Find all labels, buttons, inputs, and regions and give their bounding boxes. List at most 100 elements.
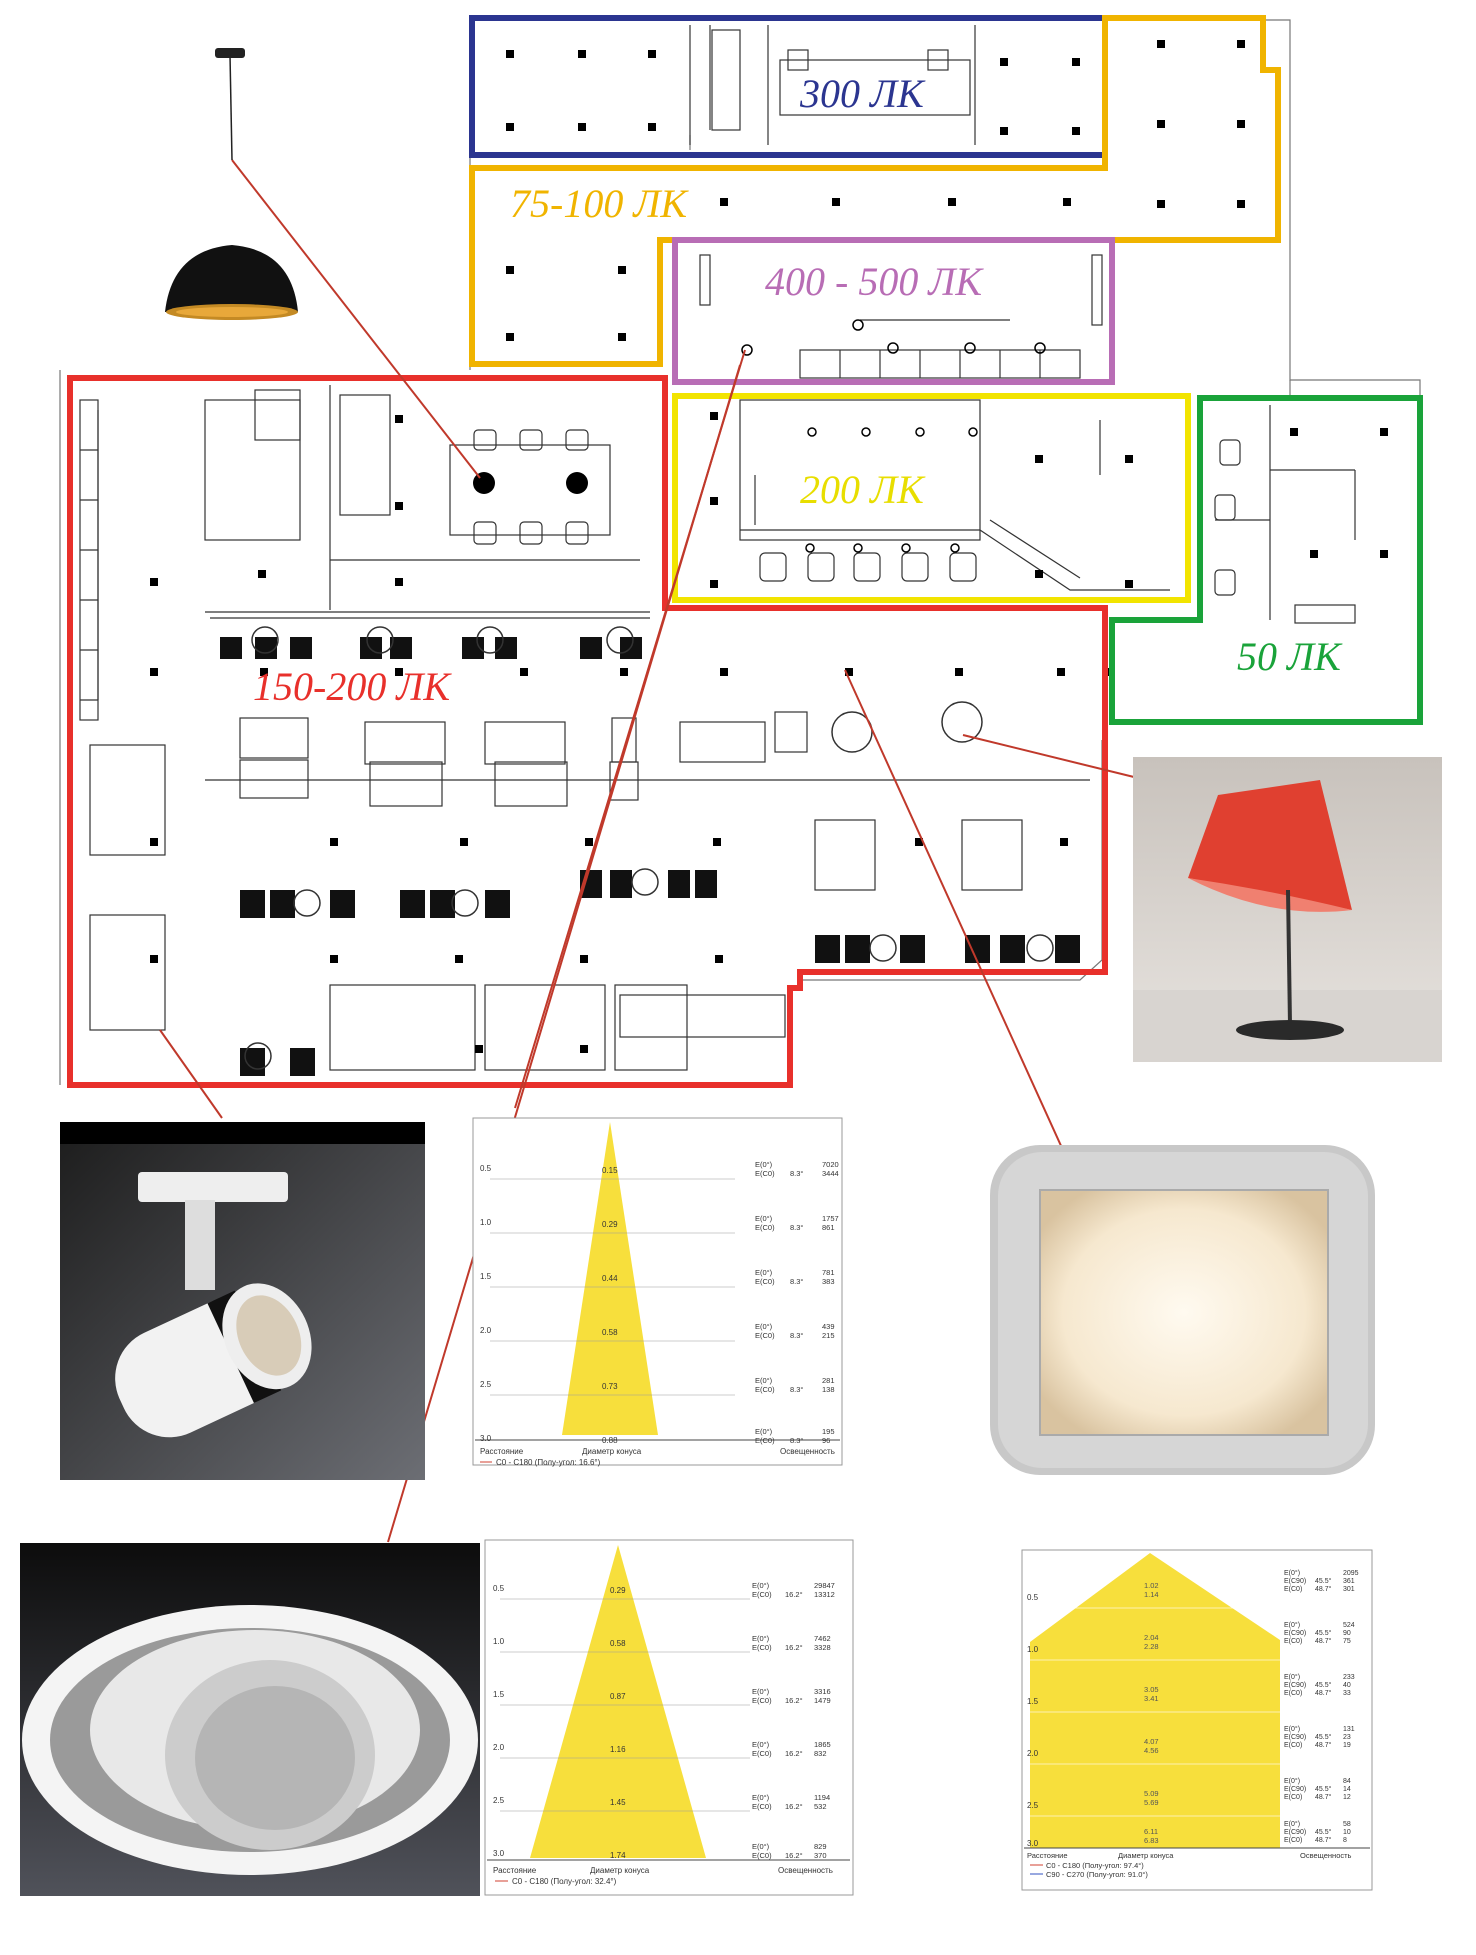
e-label: E(C0) bbox=[1284, 1586, 1302, 1593]
footer-diameter: Диаметр конуса bbox=[590, 1866, 650, 1875]
diameter-label: 0.44 bbox=[602, 1274, 618, 1283]
diameter-label: 6.11 bbox=[1144, 1827, 1158, 1836]
distance-label: 0.5 bbox=[480, 1164, 492, 1173]
distance-label: 1.0 bbox=[1027, 1645, 1039, 1654]
angle-label: 48.7° bbox=[1315, 1793, 1332, 1801]
e-label: E(C0) bbox=[755, 1223, 775, 1232]
square-panel-image bbox=[990, 1145, 1375, 1475]
photometric-chart-wide: 0.5 1.0 1.5 2.0 2.5 3.0 0.29 0.58 0.87 1… bbox=[484, 1539, 854, 1896]
diameter-label: 3.05 bbox=[1144, 1685, 1159, 1694]
lux-value: 3316 bbox=[814, 1687, 831, 1696]
distance-label: 0.5 bbox=[1027, 1593, 1039, 1602]
e-label: E(C90) bbox=[1284, 1578, 1306, 1585]
angle-label: 8.3° bbox=[790, 1436, 803, 1445]
zone-border-75-100 bbox=[469, 15, 1281, 367]
distance-label: 0.5 bbox=[493, 1584, 505, 1593]
zone-label-50: 50 ЛК bbox=[1237, 634, 1343, 679]
e-label: E(C0) bbox=[755, 1169, 775, 1178]
diameter-label: 0.58 bbox=[610, 1639, 626, 1648]
distance-label: 3.0 bbox=[493, 1849, 505, 1858]
e-label: E(0°) bbox=[755, 1427, 773, 1436]
footer-illuminance: Освещенность bbox=[778, 1866, 833, 1875]
diameter-label: 6.83 bbox=[1144, 1836, 1159, 1845]
e-label: E(C0) bbox=[1284, 1638, 1302, 1645]
pendant-marker-1 bbox=[473, 472, 495, 494]
e-label: E(0°) bbox=[1284, 1725, 1300, 1733]
zone-label-75-100: 75-100 ЛК bbox=[510, 181, 689, 226]
diameter-label: 0.15 bbox=[602, 1166, 618, 1175]
lux-value: 281 bbox=[822, 1376, 835, 1385]
distance-label: 3.0 bbox=[480, 1434, 492, 1443]
footer-distance: Расстояние bbox=[1027, 1851, 1068, 1860]
angle-label: 45.5° bbox=[1315, 1577, 1332, 1585]
zone-border-200 bbox=[672, 393, 1191, 603]
lux-value: 131 bbox=[1343, 1726, 1355, 1733]
diameter-label: 2.28 bbox=[1144, 1642, 1159, 1651]
distance-label: 2.0 bbox=[1027, 1749, 1039, 1758]
e-label: E(C90) bbox=[1284, 1630, 1306, 1637]
footer-distance: Расстояние bbox=[493, 1866, 537, 1875]
lux-value: 58 bbox=[1343, 1821, 1351, 1828]
angle-label: 48.7° bbox=[1315, 1585, 1332, 1593]
table-lamp-image bbox=[1133, 757, 1442, 1062]
angle-label: 45.5° bbox=[1315, 1785, 1332, 1793]
chart-legend: C90 - C270 (Полу-угол: 91.0°) bbox=[1046, 1870, 1148, 1879]
zone-label-300: 300 ЛК bbox=[799, 71, 926, 116]
lux-value: 40 bbox=[1343, 1682, 1351, 1689]
distance-label: 2.0 bbox=[480, 1326, 492, 1335]
chart-legend: C0 - C180 (Полу-угол: 97.4°) bbox=[1046, 1861, 1144, 1870]
distance-label: 2.5 bbox=[493, 1796, 505, 1805]
diameter-label: 4.07 bbox=[1144, 1737, 1159, 1746]
pendant-lamp-image bbox=[165, 48, 298, 320]
lux-value: 3444 bbox=[822, 1169, 839, 1178]
diameter-label: 0.58 bbox=[602, 1328, 618, 1337]
angle-label: 16.2° bbox=[785, 1696, 803, 1705]
lux-value: 13312 bbox=[814, 1590, 835, 1599]
spot-markers bbox=[741, 319, 1046, 553]
footer-distance: Расстояние bbox=[480, 1447, 524, 1456]
e-label: E(C0) bbox=[752, 1802, 772, 1811]
lux-value: 233 bbox=[1343, 1674, 1355, 1681]
connector-lines bbox=[159, 159, 1139, 1543]
e-label: E(C0) bbox=[752, 1696, 772, 1705]
beam-cone-narrow bbox=[562, 1122, 658, 1435]
e-label: E(0°) bbox=[1284, 1820, 1300, 1828]
e-label: E(C0) bbox=[752, 1851, 772, 1860]
diameter-label: 0.88 bbox=[602, 1436, 618, 1445]
e-label: E(0°) bbox=[1284, 1569, 1300, 1577]
pendant-cable bbox=[229, 54, 233, 161]
lux-value: 2095 bbox=[1343, 1570, 1359, 1577]
diameter-label: 1.16 bbox=[610, 1745, 626, 1754]
footer-diameter: Диаметр конуса bbox=[1118, 1851, 1174, 1860]
diameter-label: 0.87 bbox=[610, 1692, 626, 1701]
angle-label: 16.2° bbox=[785, 1851, 803, 1860]
zone-border-50 bbox=[1109, 395, 1423, 725]
lux-value: 7462 bbox=[814, 1634, 831, 1643]
furniture-drawings bbox=[79, 25, 1356, 1071]
lux-value: 90 bbox=[1343, 1630, 1351, 1637]
e-label: E(C0) bbox=[752, 1749, 772, 1758]
angle-label: 16.2° bbox=[785, 1802, 803, 1811]
e-label: E(0°) bbox=[752, 1740, 770, 1749]
angle-label: 45.5° bbox=[1315, 1681, 1332, 1689]
lux-value: 3328 bbox=[814, 1643, 831, 1652]
angle-label: 8.3° bbox=[790, 1385, 803, 1394]
e-label: E(C0) bbox=[752, 1643, 772, 1652]
angle-label: 45.5° bbox=[1315, 1828, 1332, 1836]
angle-label: 45.5° bbox=[1315, 1629, 1332, 1637]
photometric-chart-narrow: 0.5 1.0 1.5 2.0 2.5 3.0 0.15 0.29 0.44 0… bbox=[472, 1117, 843, 1467]
lux-value: 96 bbox=[822, 1436, 830, 1445]
distance-label: 1.5 bbox=[1027, 1697, 1039, 1706]
diameter-label: 0.73 bbox=[602, 1382, 618, 1391]
angle-label: 8.3° bbox=[790, 1277, 803, 1286]
diameter-label: 3.41 bbox=[1144, 1694, 1159, 1703]
chairs-drawings bbox=[220, 637, 1080, 1076]
lux-value: 7020 bbox=[822, 1160, 839, 1169]
lux-value: 14 bbox=[1343, 1786, 1351, 1793]
angle-label: 16.2° bbox=[785, 1643, 803, 1652]
lux-value: 19 bbox=[1343, 1742, 1351, 1749]
beam-cone-panel bbox=[1030, 1553, 1280, 1848]
lux-value: 361 bbox=[1343, 1578, 1355, 1585]
distance-label: 1.5 bbox=[493, 1690, 505, 1699]
